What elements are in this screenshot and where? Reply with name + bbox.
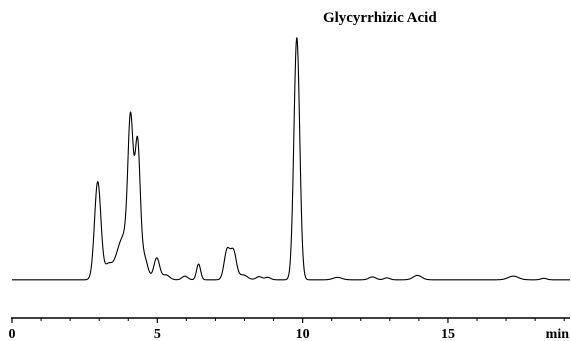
- x-tick-label-0: 0: [9, 327, 16, 341]
- x-tick-label-3: 15: [441, 327, 455, 341]
- annotation-layer: Glycyrrhizic Acid: [323, 10, 437, 26]
- peak-annotation-0: Glycyrrhizic Acid: [323, 10, 437, 26]
- x-tick-label-2: 10: [296, 327, 310, 341]
- trace-layer: [11, 37, 571, 281]
- x-tick-label-1: 5: [154, 327, 161, 341]
- x-unit-label: min: [546, 327, 570, 341]
- x-axis: 0 5 10 15 min: [9, 317, 570, 341]
- chromatogram-trace-0: [11, 37, 571, 281]
